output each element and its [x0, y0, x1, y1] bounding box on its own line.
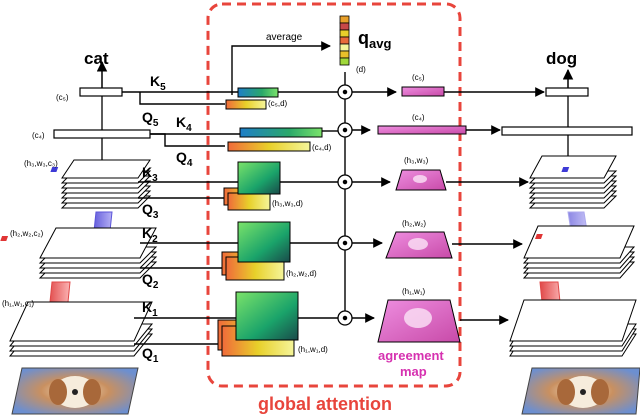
right-c5-dim: (c₅): [412, 73, 425, 82]
q1-label: Q1: [142, 345, 159, 365]
mid-c4d-dim: (c₄,d): [312, 143, 332, 152]
right-layer2-stack: [522, 225, 636, 279]
mid-c5d-dim: (c₅,d): [268, 99, 288, 108]
left-c5-dim: (c₅): [56, 93, 69, 102]
q4-label: Q4: [176, 149, 193, 169]
right-backbone: [501, 68, 640, 415]
output-arrows: [444, 87, 545, 325]
right-layer1-stack: [509, 299, 637, 357]
left-l3-dim: (h₃,w₃,c₃): [24, 159, 58, 168]
qavg-dim-label: (d): [356, 65, 366, 74]
k2-label: K2: [142, 225, 158, 245]
agreement-arrows: [352, 87, 397, 323]
q2-label: Q2: [142, 271, 159, 291]
right-c4-vector: [501, 126, 633, 136]
left-c4-vector: [53, 129, 151, 139]
input-image-dog: [11, 367, 139, 415]
dot-product-nodes: [337, 84, 353, 326]
left-layer1-stack: [8, 301, 154, 357]
right-l2-dim: (h₂,w₂): [402, 219, 426, 228]
k4-label: K4: [176, 114, 192, 134]
kq-connectors: [122, 91, 240, 345]
left-layer3-stack: [50, 159, 152, 209]
map-label: map: [400, 364, 427, 379]
right-c4-dim: (c₄): [412, 113, 425, 122]
output-image-dog: [521, 367, 640, 415]
mid-l1d-dim: (h₁,w₁,d): [298, 345, 328, 354]
input-class-label: cat: [84, 49, 109, 68]
left-l1-dim: (h₁,w₁,c₁): [2, 299, 34, 308]
right-l3-dim: (h₃,w₃): [404, 156, 429, 165]
left-c4-dim: (c₄): [32, 131, 45, 140]
global-attention-box: [206, 2, 462, 388]
left-l2-dim: (h₂,w₂,c₂): [10, 229, 44, 238]
k1-label: K1: [142, 299, 158, 319]
mid-l3d-dim: (h₃,w₃,d): [272, 199, 303, 208]
average-arrow: [231, 41, 331, 95]
left-layer2-stack: [0, 227, 158, 279]
mid-l2d-dim: (h₂,w₂,d): [286, 269, 317, 278]
q3-label: Q3: [142, 201, 159, 221]
qavg-label: qavg: [358, 28, 391, 51]
right-l1-dim: (h₁,w₁): [402, 287, 426, 296]
agreement-maps: [377, 86, 467, 343]
average-label: average: [266, 32, 303, 43]
agreement-label: agreement: [378, 348, 444, 363]
q5-label: Q5: [142, 109, 159, 129]
k5-label: K5: [150, 73, 166, 93]
k3-label: K3: [142, 164, 158, 184]
global-attention-label: global attention: [258, 394, 392, 414]
output-class-label: dog: [546, 49, 577, 68]
left-c5-vector: [79, 87, 123, 97]
key-query-tensors: [217, 87, 323, 357]
left-backbone: [0, 60, 158, 415]
right-layer3-stack: [528, 155, 618, 209]
qavg-vector: [339, 15, 350, 66]
right-c5-vector: [545, 87, 589, 97]
